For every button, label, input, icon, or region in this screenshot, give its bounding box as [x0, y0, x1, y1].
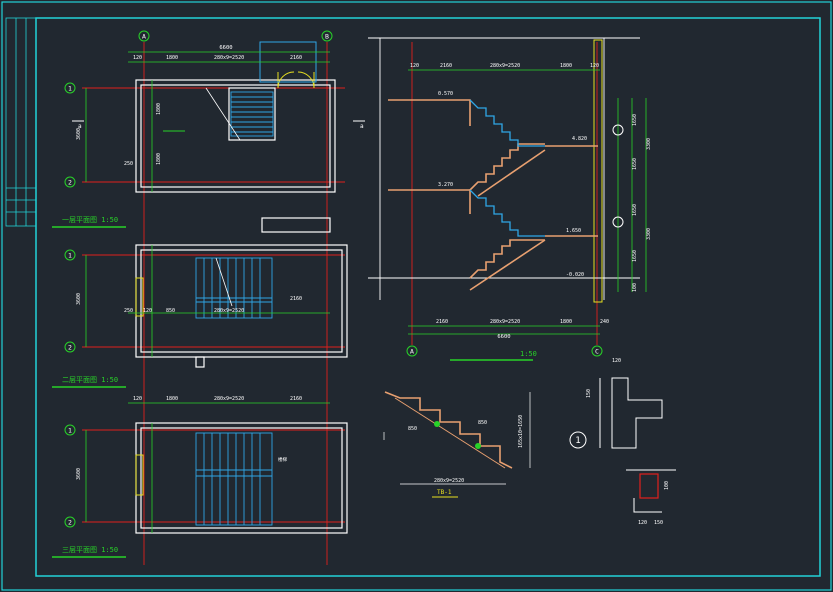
section-top-dim-120: 120: [410, 63, 419, 69]
section-right-dim-5: 3300: [646, 138, 652, 150]
small-dim-120b: 120: [638, 520, 647, 526]
section-top-dim-2520: 280x9=2520: [490, 63, 520, 69]
grid-label-2b: 2: [68, 344, 72, 352]
detail-dim-850a: 850: [408, 426, 417, 432]
plan1-dim-2520: 280x9=2520: [214, 55, 244, 61]
detail-dim-1650: 165x10=1650: [518, 415, 524, 448]
plan1-total-dim: 6600: [219, 45, 232, 51]
section-grid-a: A: [410, 348, 414, 356]
plan2-dim-2160: 2160: [290, 296, 302, 302]
plan3-title: 三层平面图 1:50: [62, 546, 118, 554]
plan1-dim-1800b: 1800: [156, 153, 162, 165]
plan3-span-3600: 3600: [76, 468, 82, 480]
plan-second-floor: [82, 217, 348, 368]
detail-label: TB-1: [437, 489, 452, 496]
plan1-dim-1800a: 1800: [156, 103, 162, 115]
callout-number: 1: [575, 436, 580, 446]
plan-first-floor: [82, 41, 345, 565]
plan-third-floor: [82, 402, 348, 534]
plan2-dim-2520: 280x9=2520: [214, 308, 244, 314]
plan3-dim-2160: 2160: [290, 396, 302, 402]
section-right-dim-1: 1650: [632, 114, 638, 126]
grid-label-1c: 1: [68, 427, 72, 435]
small-dim-120: 120: [612, 358, 621, 364]
section-right-dim-6: 3300: [646, 228, 652, 240]
grid-label-b: B: [325, 33, 329, 41]
section-elev-3270: 3.270: [438, 182, 453, 188]
plan1-dim-1800: 1800: [166, 55, 178, 61]
detail-dim-2520: 280x9=2520: [434, 478, 464, 484]
plan1-dim-250: 250: [124, 161, 133, 167]
plan3-stair-text: 楼梯: [278, 456, 287, 463]
grid-label-2a: 2: [68, 179, 72, 187]
section-right-dim-3: 1650: [632, 204, 638, 216]
stair-section: [368, 37, 647, 345]
section-right-dim-2: 1650: [632, 158, 638, 170]
small-dim-150b: 150: [654, 520, 663, 526]
section-right-dim-7: 100: [632, 283, 638, 292]
grid-label-2c: 2: [68, 519, 72, 527]
section-bottom-dim-2520: 280x9=2520: [490, 319, 520, 325]
plan2-dim-120: 120: [143, 308, 152, 314]
plan1-dim-2160: 2160: [290, 55, 302, 61]
plan1-a-mark-right: a: [360, 123, 364, 130]
small-detail-upper: [599, 377, 663, 449]
section-bottom-dim-240: 240: [600, 319, 609, 325]
section-top-dim-2160: 2160: [440, 63, 452, 69]
plan2-dim-850: 850: [166, 308, 175, 314]
detail-tb1: [383, 391, 531, 485]
plan2-dim-250: 250: [124, 308, 133, 314]
small-dim-150: 150: [586, 389, 592, 398]
plan1-title: 一层平面图 1:50: [62, 216, 118, 224]
inner-frame: [35, 17, 821, 577]
section-right-dim-4: 1650: [632, 250, 638, 262]
plan1-dim-120: 120: [133, 55, 142, 61]
plan3-dim-2520: 280x9=2520: [214, 396, 244, 402]
section-bottom-dim-1800: 1800: [560, 319, 572, 325]
plan1-span-3600: 3600: [76, 128, 82, 140]
left-title-strip: [5, 17, 37, 227]
section-total-dim: 6600: [497, 334, 510, 340]
plan3-dim-120: 120: [133, 396, 142, 402]
section-elev-1650: 1.650: [566, 228, 581, 234]
section-top-dim-1800: 1800: [560, 63, 572, 69]
section-elev-4820: 4.820: [572, 136, 587, 142]
section-elev-0570: 0.570: [438, 91, 453, 97]
section-bottom-dim-2160: 2160: [436, 319, 448, 325]
plan2-span-3600: 3600: [76, 293, 82, 305]
section-top-dim-120b: 120: [590, 63, 599, 69]
small-detail-lower: [626, 469, 676, 513]
section-elev-neg: -0.020: [566, 272, 584, 278]
section-title: 1:50: [520, 350, 537, 358]
plan2-title: 二层平面图 1:50: [62, 376, 118, 384]
grid-label-a: A: [142, 33, 146, 41]
grid-label-1a: 1: [68, 85, 72, 93]
grid-bubbles-plans: [64, 30, 333, 528]
detail-dim-850b: 850: [478, 420, 487, 426]
grid-label-1b: 1: [68, 252, 72, 260]
plan3-dim-1800: 1800: [166, 396, 178, 402]
small-dim-100: 100: [664, 481, 670, 490]
section-grid-c: C: [595, 348, 599, 356]
plan1-a-mark-left: a: [78, 123, 82, 130]
